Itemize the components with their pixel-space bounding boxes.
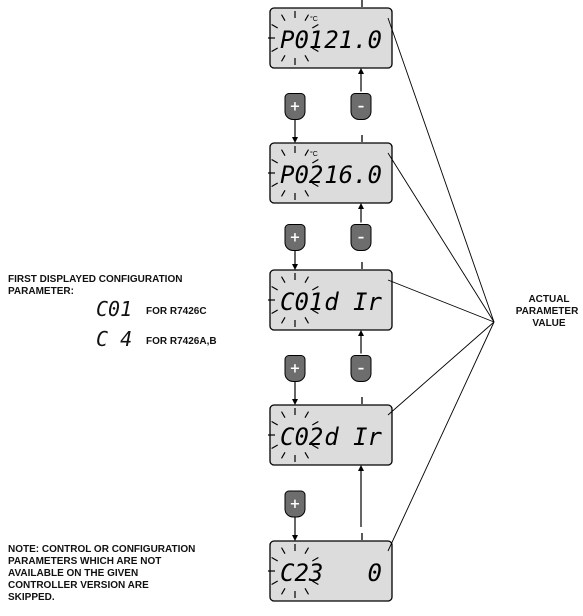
note-line2: PARAMETERS WHICH ARE NOT (8, 556, 162, 567)
lcd-unit: °C (310, 150, 318, 158)
minus-button[interactable]: – (350, 224, 372, 251)
lcd-unit: °C (310, 15, 318, 23)
lcd-parameter-code: C01 (280, 288, 323, 316)
blink-rays (268, 146, 319, 200)
blink-rays (268, 11, 319, 65)
plus-symbol: + (290, 231, 301, 246)
note-line5: SKIPPED. (8, 592, 55, 603)
leader-lines (387, 17, 495, 552)
minus-button[interactable]: – (350, 355, 372, 382)
leader-line (387, 321, 495, 552)
note-line1: NOTE: CONTROL OR CONFIGURATION (8, 544, 196, 555)
plus-symbol: + (290, 497, 301, 512)
actual-value-line2: PARAMETER (515, 306, 579, 317)
first-param-code-r7426ab: C 4 (96, 327, 133, 351)
plus-button[interactable]: + (284, 490, 306, 518)
first-param-model-r7426c: FOR R7426C (146, 306, 207, 317)
first-param-label-line2: PARAMETER: (8, 286, 74, 297)
plus-button[interactable]: + (284, 224, 306, 251)
note-line4: CONTROLLER VERSION ARE (8, 580, 149, 591)
plus-button[interactable]: + (284, 355, 306, 382)
lcd-parameter-value: d Ir (324, 288, 382, 316)
leader-line (387, 152, 495, 323)
leader-line (387, 321, 495, 416)
actual-value-line1: ACTUAL (528, 294, 570, 305)
first-param-code-r7426c: C01 (96, 297, 133, 321)
blink-rays (268, 544, 319, 598)
leader-line (387, 279, 495, 323)
lcd-parameter-code: P01 (280, 26, 323, 54)
minus-symbol: – (358, 231, 365, 246)
lcd-parameter-code: C23 (280, 559, 323, 587)
lcd-parameter-value: 0 (368, 559, 382, 587)
lcd-parameter-code: P02 (280, 161, 323, 189)
lcd-parameter-value: 16.0 (324, 161, 382, 189)
leader-line (387, 17, 495, 323)
lcd-parameter-code: C02 (280, 423, 323, 451)
minus-symbol: – (358, 100, 365, 115)
first-param-model-r7426ab: FOR R7426A,B (146, 336, 217, 347)
blink-rays (268, 273, 319, 327)
lcd-screen-5: C23 0 (268, 533, 393, 602)
lcd-parameter-value: 21.0 (324, 26, 382, 54)
plus-symbol: + (290, 100, 301, 115)
plus-button[interactable]: + (284, 93, 306, 120)
plus-symbol: + (290, 362, 301, 377)
blink-rays (268, 408, 319, 462)
minus-button[interactable]: – (350, 93, 372, 120)
minus-symbol: – (358, 362, 365, 377)
note-line3: AVAILABLE ON THE GIVEN (8, 568, 139, 579)
lcd-parameter-value: d Ir (324, 423, 382, 451)
first-param-label-line1: FIRST DISPLAYED CONFIGURATION (8, 274, 183, 285)
actual-value-line3: VALUE (532, 318, 566, 329)
